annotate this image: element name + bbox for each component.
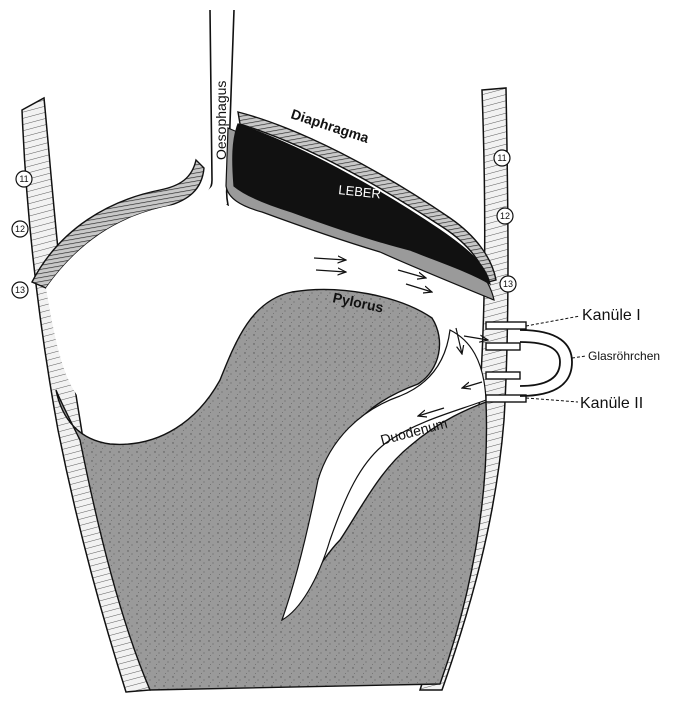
label-kanuele-2: Kanüle II — [580, 395, 643, 412]
rib-label-right-12: 12 — [500, 211, 510, 221]
leader-kanuele-1 — [526, 316, 580, 326]
cannula-1 — [486, 322, 526, 329]
rib-label-left-13: 13 — [15, 285, 25, 295]
rib-label-right-13: 13 — [503, 279, 513, 289]
label-oesophagus: Oesophagus — [213, 81, 229, 160]
rib-label-right-11: 11 — [497, 153, 506, 163]
label-kanuele-1: Kanüle I — [582, 307, 641, 324]
leader-glasroehrchen — [572, 356, 586, 358]
glass-tube — [520, 330, 572, 396]
cannula-inner-lower — [486, 372, 520, 379]
rib-label-left-11: 11 — [19, 174, 28, 184]
leader-kanuele-2 — [526, 398, 578, 402]
rib-label-left-12: 12 — [15, 224, 25, 234]
cannula-inner-upper — [486, 343, 520, 350]
label-glasroehrchen: Glasröhrchen — [588, 349, 660, 363]
